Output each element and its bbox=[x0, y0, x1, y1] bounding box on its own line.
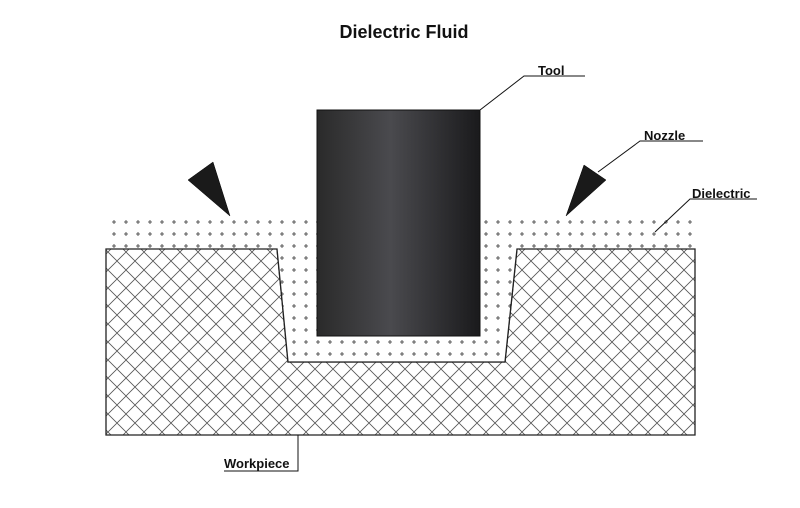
tool-electrode bbox=[316, 109, 481, 337]
nozzle-label: Nozzle bbox=[644, 128, 685, 143]
dielectric-leader bbox=[654, 198, 757, 233]
workpiece-label: Workpiece bbox=[224, 456, 290, 471]
dielectric-label: Dielectric bbox=[692, 186, 751, 201]
tool-label: Tool bbox=[538, 63, 564, 78]
diagram-title: Dielectric Fluid bbox=[339, 22, 468, 42]
workpiece-leader bbox=[224, 435, 299, 472]
nozzle-leader bbox=[597, 140, 703, 173]
nozzle-right-icon bbox=[565, 164, 607, 217]
tool-leader bbox=[479, 75, 585, 111]
nozzle-left-icon bbox=[187, 161, 231, 217]
